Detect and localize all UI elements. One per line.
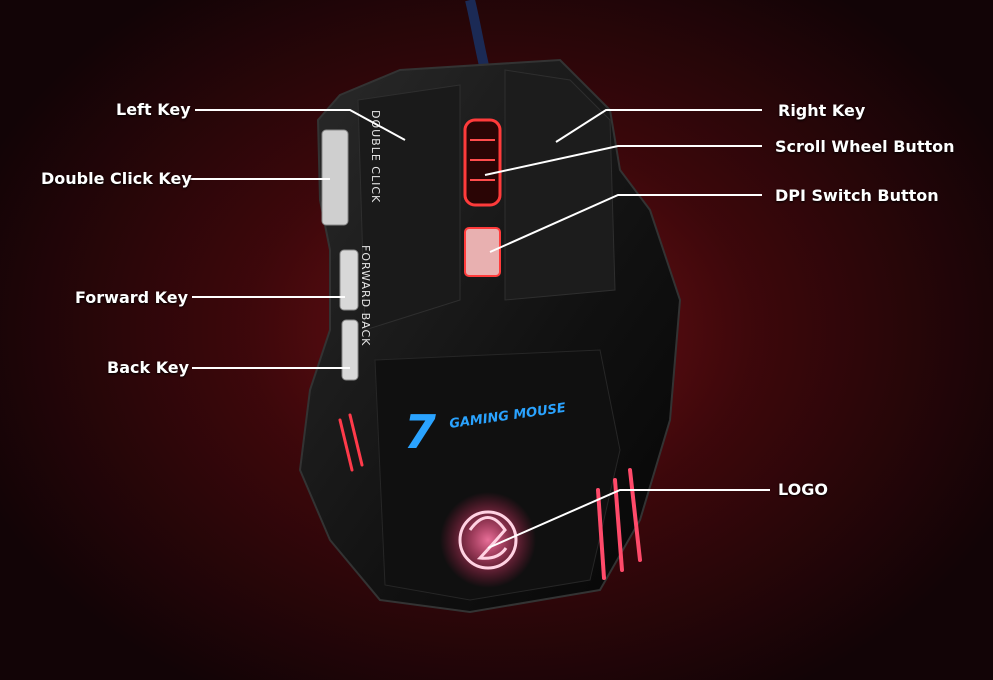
led-strips-right <box>596 468 642 580</box>
left-button-panel <box>357 84 461 331</box>
callout-lines <box>190 109 770 549</box>
callout-line-dpi <box>489 194 762 253</box>
scroll-wheel-button-label: Scroll Wheel Button <box>775 137 955 156</box>
led-strips-left <box>338 413 364 472</box>
callout-line-left-key <box>195 109 406 141</box>
callout-line-right-key <box>555 109 762 143</box>
dpi-switch <box>464 227 501 277</box>
back-key-label: Back Key <box>107 358 190 377</box>
right-button-panel <box>504 69 616 301</box>
dragon-logo-icon <box>458 510 518 570</box>
callout-line-logo <box>487 489 770 549</box>
dragon-logo-glow <box>440 492 536 588</box>
logo-label: LOGO <box>778 480 828 499</box>
double-click-print: DOUBLE CLICK <box>369 110 382 203</box>
back-side-button <box>341 319 359 381</box>
scroll-wheel <box>463 118 502 207</box>
dpi-switch-button-label: DPI Switch Button <box>775 186 939 205</box>
forward-back-print: FORWARD BACK <box>359 245 372 346</box>
double-click-key-label: Double Click Key <box>41 169 192 188</box>
double-click-side-button <box>321 129 349 226</box>
left-key-label: Left Key <box>116 100 191 119</box>
forward-side-button <box>339 249 359 311</box>
palm-rest <box>374 349 621 601</box>
forward-key-label: Forward Key <box>75 288 189 307</box>
right-key-label: Right Key <box>778 101 866 120</box>
callout-line-scroll <box>484 145 762 176</box>
model-number-print: 7 <box>404 405 436 459</box>
mouse-cable <box>465 0 490 72</box>
